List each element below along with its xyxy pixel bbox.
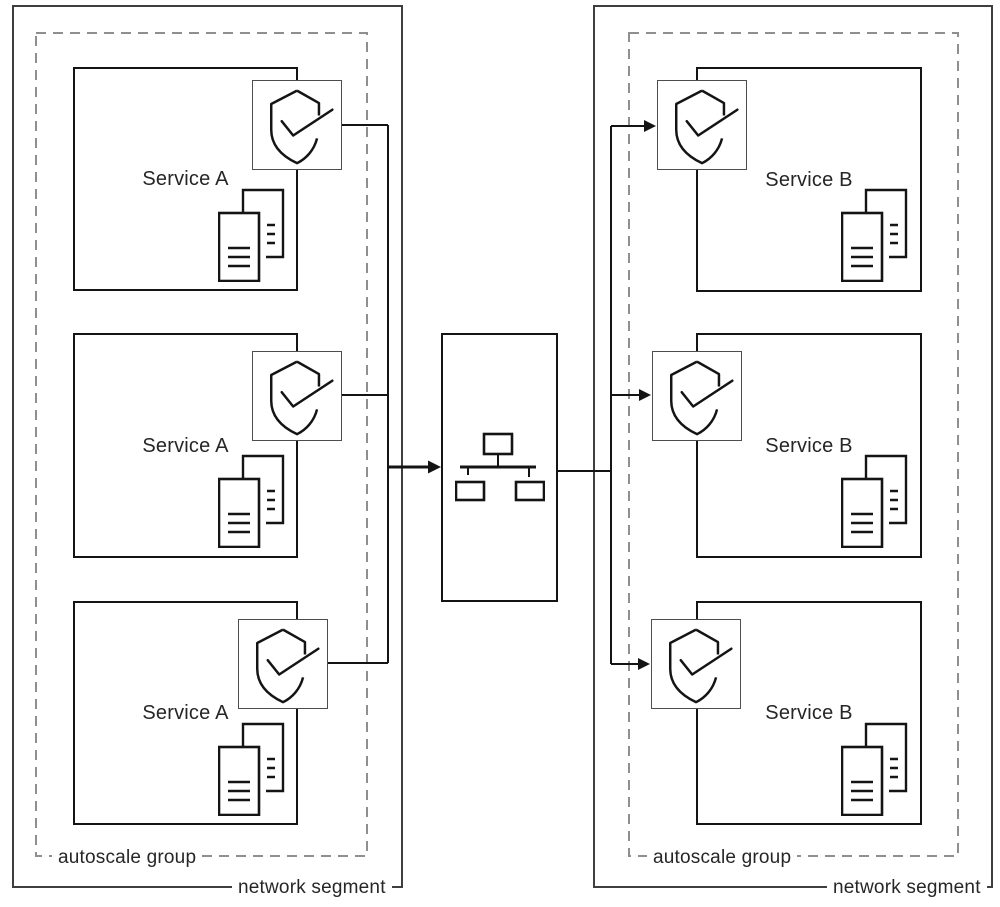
service-b-label-2: Service B — [765, 434, 853, 457]
instance-documents-icon — [841, 188, 908, 282]
instance-documents-icon — [218, 188, 285, 282]
right-network-segment-label: network segment — [827, 877, 987, 898]
shield-check-box-a3 — [238, 619, 328, 709]
shield-check-box-a1 — [252, 80, 342, 170]
shield-check-icon — [241, 622, 325, 706]
instance-documents-icon — [841, 722, 908, 816]
main-arrowhead — [428, 460, 441, 474]
left-network-segment-label: network segment — [232, 877, 392, 898]
shield-check-box-b1 — [657, 80, 747, 170]
network-tree-icon — [455, 432, 545, 502]
shield-check-icon — [255, 83, 339, 167]
load-balancer-box — [441, 333, 558, 602]
right-autoscale-group-label: autoscale group — [647, 847, 798, 868]
shield-check-box-b3 — [651, 619, 741, 709]
left-network-segment-border — [12, 5, 403, 888]
shield-check-box-a2 — [252, 351, 342, 441]
instance-documents-icon — [218, 722, 285, 816]
shield-check-icon — [654, 622, 738, 706]
service-a-label-1: Service A — [142, 168, 229, 190]
service-b-label-1: Service B — [765, 168, 853, 191]
left-autoscale-group-label: autoscale group — [52, 847, 203, 868]
shield-check-icon — [255, 354, 339, 438]
shield-check-box-b2 — [652, 351, 742, 441]
instance-documents-icon — [218, 454, 285, 548]
shield-check-icon — [660, 83, 744, 167]
instance-documents-icon — [841, 454, 908, 548]
service-b-label-3: Service B — [765, 702, 853, 724]
service-a-label-3: Service A — [142, 702, 229, 724]
service-a-label-2: Service A — [142, 434, 229, 457]
shield-check-icon — [655, 354, 739, 438]
